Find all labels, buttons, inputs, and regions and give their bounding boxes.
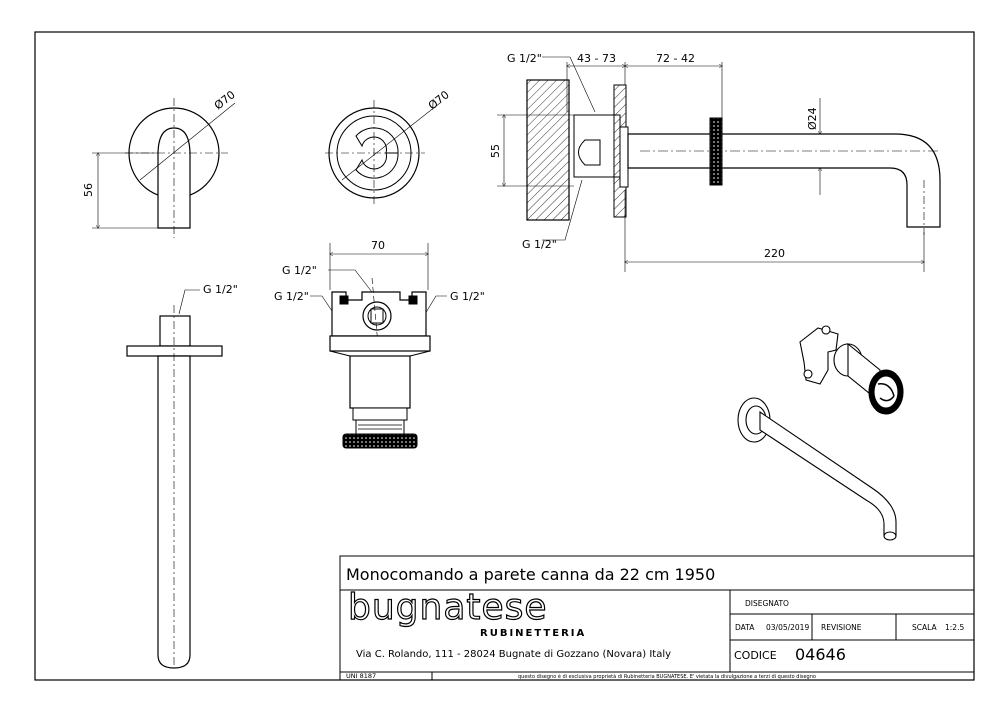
title-block — [339, 555, 975, 681]
pipe-thread-label: G 1/2" — [203, 283, 238, 296]
front-height-label: 56 — [82, 183, 95, 197]
revisione-label: REVISIONE — [821, 623, 862, 632]
body-front-view — [310, 243, 447, 449]
company-address: Via C. Rolando, 111 - 28024 Bugnate di G… — [356, 649, 671, 660]
side-height-label: 55 — [489, 144, 502, 158]
rosette-view — [325, 100, 441, 205]
footer-note: questo disegno è di esclusiva proprietà … — [518, 673, 816, 680]
body-thread-top-label: G 1/2" — [282, 264, 317, 277]
company-logo: bugnatese — [348, 587, 548, 628]
front-view — [92, 98, 236, 238]
body-thread-right-label: G 1/2" — [450, 290, 485, 303]
side-thread-bottom-label: G 1/2" — [522, 238, 557, 251]
side-range-a-label: 43 - 73 — [577, 52, 616, 65]
company-logo-sub: RUBINETTERIA — [480, 628, 586, 639]
body-width-label: 70 — [371, 239, 385, 252]
uni-label: UNI 8187 — [346, 672, 376, 680]
spout-pipe-view — [126, 289, 223, 669]
front-diameter-label: Ø70 — [212, 88, 238, 112]
isometric-view — [737, 325, 904, 541]
side-section-view — [497, 56, 941, 272]
spout-diameter-label: Ø24 — [806, 107, 819, 130]
scala-value: 1:2.5 — [945, 623, 964, 632]
data-label: DATA — [735, 623, 755, 632]
rosette-diameter-label: Ø70 — [426, 88, 452, 112]
side-thread-top-label: G 1/2" — [507, 52, 542, 65]
scala-label: SCALA — [912, 623, 937, 632]
disegnato-label: DISEGNATO — [745, 599, 789, 608]
body-thread-left-label: G 1/2" — [274, 290, 309, 303]
side-range-b-label: 72 - 42 — [656, 52, 695, 65]
drawing-title: Monocomando a parete canna da 22 cm 1950 — [346, 565, 715, 584]
codice-value: 04646 — [795, 645, 846, 664]
data-value: 03/05/2019 — [766, 623, 809, 632]
spout-length-label: 220 — [764, 247, 785, 260]
codice-label: CODICE — [734, 649, 777, 662]
